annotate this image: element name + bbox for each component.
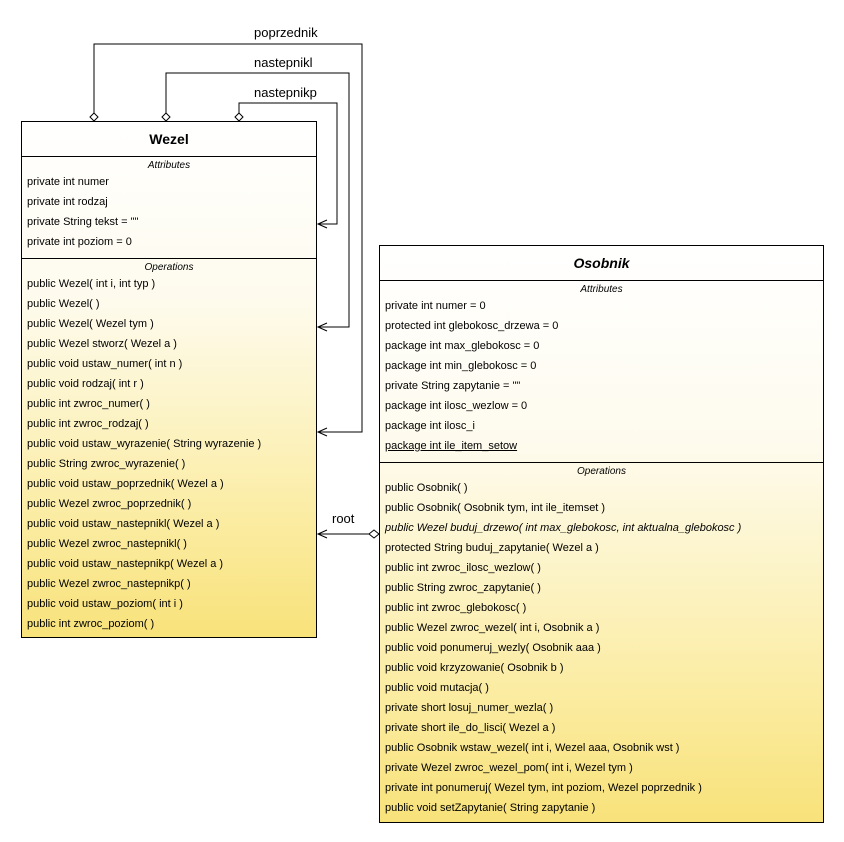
class-wezel[interactable]: Wezel Attributes private int numer privat… xyxy=(21,121,317,638)
operation-item[interactable]: public Wezel buduj_drzewo( int max_glebo… xyxy=(385,522,742,534)
operation-item[interactable]: public Osobnik( ) xyxy=(385,482,468,494)
assoc-root-arrow xyxy=(316,529,328,539)
label-poprzednik: poprzednik xyxy=(254,25,318,40)
operation-item[interactable]: public void rodzaj( int r ) xyxy=(27,378,144,390)
operation-item[interactable]: public void krzyzowanie( Osobnik b ) xyxy=(385,662,564,674)
operation-item[interactable]: public Wezel zwroc_nastepnikl( ) xyxy=(27,538,187,550)
section-title: Attributes xyxy=(580,284,623,295)
operations-section: Operations public Osobnik( ) public Osobn… xyxy=(380,463,823,824)
operation-item[interactable]: private int ponumeruj( Wezel tym, int po… xyxy=(385,782,702,794)
assoc-nastepnikl-diamond xyxy=(161,112,171,122)
operation-item[interactable]: public int zwroc_numer( ) xyxy=(27,398,150,410)
operation-item[interactable]: public Wezel stworz( Wezel a ) xyxy=(27,338,177,350)
operation-item[interactable]: public void ustaw_nastepnikl( Wezel a ) xyxy=(27,518,220,530)
operation-item[interactable]: protected String buduj_zapytanie( Wezel … xyxy=(385,542,599,554)
operation-item[interactable]: public String zwroc_wyrazenie( ) xyxy=(27,458,186,470)
operation-item[interactable]: public void ponumeruj_wezly( Osobnik aaa… xyxy=(385,642,601,654)
assoc-nastepnikl-line[interactable] xyxy=(165,72,350,328)
attribute-item[interactable]: private int rodzaj xyxy=(27,196,108,208)
operation-item[interactable]: public Wezel zwroc_poprzednik( ) xyxy=(27,498,192,510)
operation-item[interactable]: public void ustaw_poziom( int i ) xyxy=(27,598,183,610)
section-title: Operations xyxy=(144,262,194,273)
label-nastepnikp: nastepnikp xyxy=(254,85,317,100)
operations-section: Operations public Wezel( int i, int typ … xyxy=(22,259,316,640)
operation-item[interactable]: public int zwroc_ilosc_wezlow( ) xyxy=(385,562,541,574)
attribute-item[interactable]: private int numer xyxy=(27,176,109,188)
attribute-item[interactable]: private String zapytanie = "" xyxy=(385,380,521,392)
operation-item[interactable]: public int zwroc_glebokosc( ) xyxy=(385,602,527,614)
assoc-nastepnikp-diamond xyxy=(234,112,244,122)
assoc-nastepnikl-arrow xyxy=(316,322,328,332)
attribute-item[interactable]: protected int glebokosc_drzewa = 0 xyxy=(385,320,559,332)
operation-item[interactable]: public Osobnik wstaw_wezel( int i, Wezel… xyxy=(385,742,680,754)
operation-item[interactable]: private short ile_do_lisci( Wezel a ) xyxy=(385,722,556,734)
operation-item[interactable]: public int zwroc_rodzaj( ) xyxy=(27,418,149,430)
section-title: Attributes xyxy=(147,160,191,171)
class-name: Wezel xyxy=(22,122,316,157)
assoc-poprzednik-diamond xyxy=(89,112,99,122)
assoc-root-diamond xyxy=(368,529,380,539)
assoc-nastepnikp-line[interactable] xyxy=(238,102,338,225)
attributes-section: Attributes private int numer = 0 protecte… xyxy=(380,281,823,463)
operation-item[interactable]: public Wezel zwroc_nastepnikp( ) xyxy=(27,578,191,590)
section-title: Operations xyxy=(577,466,626,477)
assoc-poprzednik-arrow xyxy=(316,427,328,437)
operation-item[interactable]: public void ustaw_numer( int n ) xyxy=(27,358,183,370)
attributes-section: Attributes private int numer private int … xyxy=(22,157,316,259)
attribute-item[interactable]: private int poziom = 0 xyxy=(27,236,132,248)
operation-item[interactable]: public void mutacja( ) xyxy=(385,682,489,694)
operation-item[interactable]: public Wezel zwroc_wezel( int i, Osobnik… xyxy=(385,622,600,634)
operation-item[interactable]: public Wezel( Wezel tym ) xyxy=(27,318,154,330)
attribute-item[interactable]: package int min_glebokosc = 0 xyxy=(385,360,537,372)
operation-item[interactable]: public String zwroc_zapytanie( ) xyxy=(385,582,541,594)
operation-item[interactable]: public void setZapytanie( String zapytan… xyxy=(385,802,596,814)
label-nastepnikl: nastepnikl xyxy=(254,55,313,70)
operation-item[interactable]: public int zwroc_poziom( ) xyxy=(27,618,155,630)
operation-item[interactable]: public Wezel( int i, int typ ) xyxy=(27,278,156,290)
operation-item[interactable]: public Osobnik( Osobnik tym, int ile_ite… xyxy=(385,502,606,514)
operation-item[interactable]: public void ustaw_wyrazenie( String wyra… xyxy=(27,438,262,450)
operation-item[interactable]: public void ustaw_nastepnikp( Wezel a ) xyxy=(27,558,224,570)
operation-item[interactable]: public Wezel( ) xyxy=(27,298,100,310)
attribute-item[interactable]: package int ile_item_setow xyxy=(385,440,518,452)
class-name: Osobnik xyxy=(380,246,823,281)
attribute-item[interactable]: package int ilosc_wezlow = 0 xyxy=(385,400,528,412)
operation-item[interactable]: private Wezel zwroc_wezel_pom( int i, We… xyxy=(385,762,633,774)
assoc-nastepnikp-arrow xyxy=(316,219,328,229)
attribute-item[interactable]: package int ilosc_i xyxy=(385,420,475,432)
attribute-item[interactable]: private int numer = 0 xyxy=(385,300,486,312)
operation-item[interactable]: private short losuj_numer_wezla( ) xyxy=(385,702,554,714)
operation-item[interactable]: public void ustaw_poprzednik( Wezel a ) xyxy=(27,478,224,490)
assoc-poprzednik-line[interactable] xyxy=(93,43,363,433)
class-osobnik[interactable]: Osobnik Attributes private int numer = 0… xyxy=(379,245,824,823)
attribute-item[interactable]: package int max_glebokosc = 0 xyxy=(385,340,540,352)
attribute-item[interactable]: private String tekst = "" xyxy=(27,216,139,228)
label-root: root xyxy=(332,511,355,526)
